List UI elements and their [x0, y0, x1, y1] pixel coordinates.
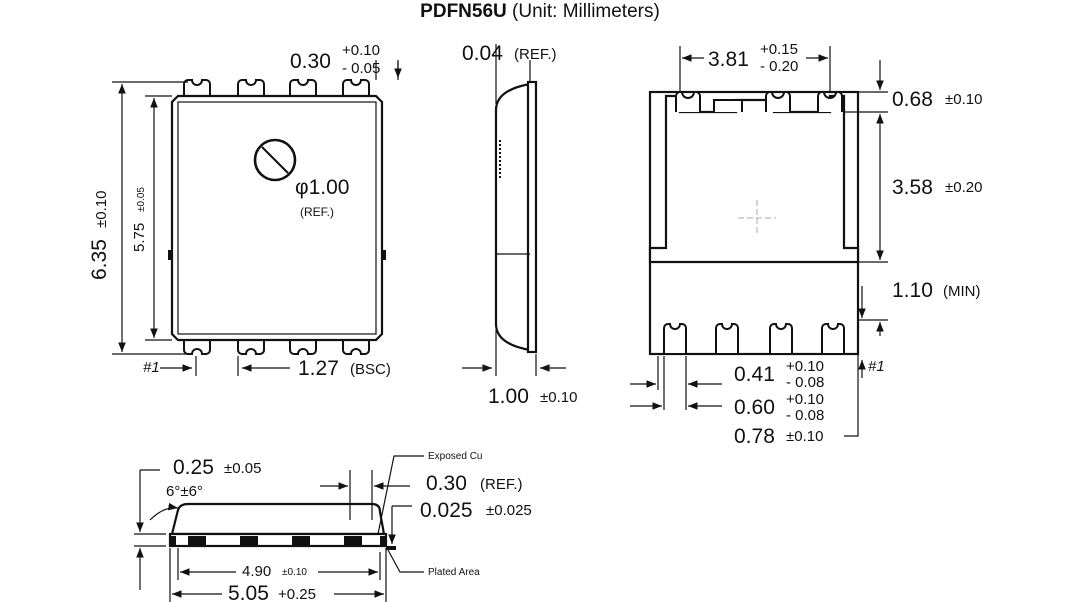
exposed-pad-top-notches	[675, 91, 843, 112]
pitch-note: (BSC)	[350, 361, 391, 378]
lead-width1-dim: 0.41	[734, 363, 775, 386]
lead-length-dim: 0.68	[892, 88, 933, 111]
lead-width1-tol-plus: +0.10	[786, 358, 824, 375]
lead-length-tol: ±0.10	[945, 91, 982, 108]
thickness-tol: ±0.10	[540, 389, 577, 406]
side-offset-dim: 0.04	[462, 42, 503, 65]
lead-width2-tol-plus: +0.10	[786, 391, 824, 408]
exposed-cu-label: Exposed Cu	[428, 451, 482, 462]
pad-span-tol-minus: - 0.20	[760, 58, 798, 75]
body-len-dim: 4.90	[242, 563, 271, 580]
lead-width3-tol: ±0.10	[786, 428, 823, 445]
profile-view: 0.25 ±0.05 6°±6° Exposed Cu 0.30 (REF.) …	[134, 451, 532, 602]
side-view-body	[494, 82, 532, 352]
lead-width2-dim: 0.60	[734, 396, 775, 419]
chamfer-tol: ±0.05	[224, 460, 261, 477]
epad-length-tol: ±0.20	[945, 179, 982, 196]
top-view: φ1.00 (REF.) 0.30 +0.10 - 0.05 6.35 ±0.1…	[88, 42, 402, 380]
profile-pads	[170, 536, 386, 546]
total-len-tol: +0.25	[278, 586, 316, 602]
top-lead-width-dim: 0.30	[290, 50, 331, 73]
standoff-dim: 0.025	[420, 499, 473, 522]
pad-span-dim: 3.81	[708, 48, 749, 71]
plated-area-label: Plated Area	[428, 567, 480, 578]
lead-width1-tol-minus: - 0.08	[786, 374, 824, 391]
unit-note: (Unit: Millimeters)	[512, 1, 660, 22]
pad-gap-note: (MIN)	[943, 283, 981, 300]
total-len-dim: 5.05	[228, 582, 269, 602]
draft-angle: 6°±6°	[166, 483, 203, 500]
lead-width3-dim: 0.78	[734, 425, 775, 448]
profile-body	[170, 502, 386, 536]
pin1-hole-dim: φ1.00	[295, 176, 350, 199]
lead-width2-tol-minus: - 0.08	[786, 407, 824, 424]
overall-length-tol: ±0.10	[93, 191, 110, 228]
top-view-leads-top	[183, 79, 370, 97]
lead-ref-dim: 0.30	[426, 472, 467, 495]
side-offset-note: (REF.)	[514, 46, 557, 63]
pad-gap-dim: 1.10	[892, 279, 933, 302]
bottom-view-leads	[663, 323, 845, 355]
bottom-view: 3.81 +0.15 - 0.20 0.68 ±0.10 3.58 ±0.20 …	[630, 41, 982, 448]
exposed-pad	[648, 94, 860, 264]
pitch-dim: 1.27	[298, 357, 339, 380]
body-len-tol: ±0.10	[282, 567, 307, 578]
top-view-tab-right	[382, 250, 386, 260]
body-length-dim: 5.75	[131, 223, 148, 252]
lead-ref-note: (REF.)	[480, 476, 523, 493]
overall-length-dim: 6.35	[88, 239, 111, 280]
pin1-hole-note: (REF.)	[300, 205, 334, 219]
top-view-body-inner	[177, 101, 377, 335]
side-view-leadframe	[526, 80, 538, 354]
pad-span-tol-plus: +0.15	[760, 41, 798, 58]
standoff-tol: ±0.025	[486, 502, 532, 519]
top-view-body-outline	[170, 94, 384, 342]
part-number: PDFN56U	[420, 1, 507, 22]
top-lead-width-tol-plus: +0.10	[342, 42, 380, 59]
top-pin1-label: #1	[143, 359, 160, 376]
top-view-tab-left	[168, 250, 172, 260]
chamfer-dim: 0.25	[173, 456, 214, 479]
bottom-pin1-label: #1	[868, 358, 885, 375]
drawing-title: PDFN56U (Unit: Millimeters)	[0, 0, 1080, 24]
pin1-hole	[253, 138, 297, 182]
thickness-dim: 1.00	[488, 385, 529, 408]
epad-length-dim: 3.58	[892, 176, 933, 199]
top-lead-width-tol-minus: - 0.05	[342, 60, 380, 77]
side-view: 0.04 (REF.) 1.00 ±0.10	[462, 42, 577, 408]
body-length-tol: ±0.05	[136, 187, 147, 212]
